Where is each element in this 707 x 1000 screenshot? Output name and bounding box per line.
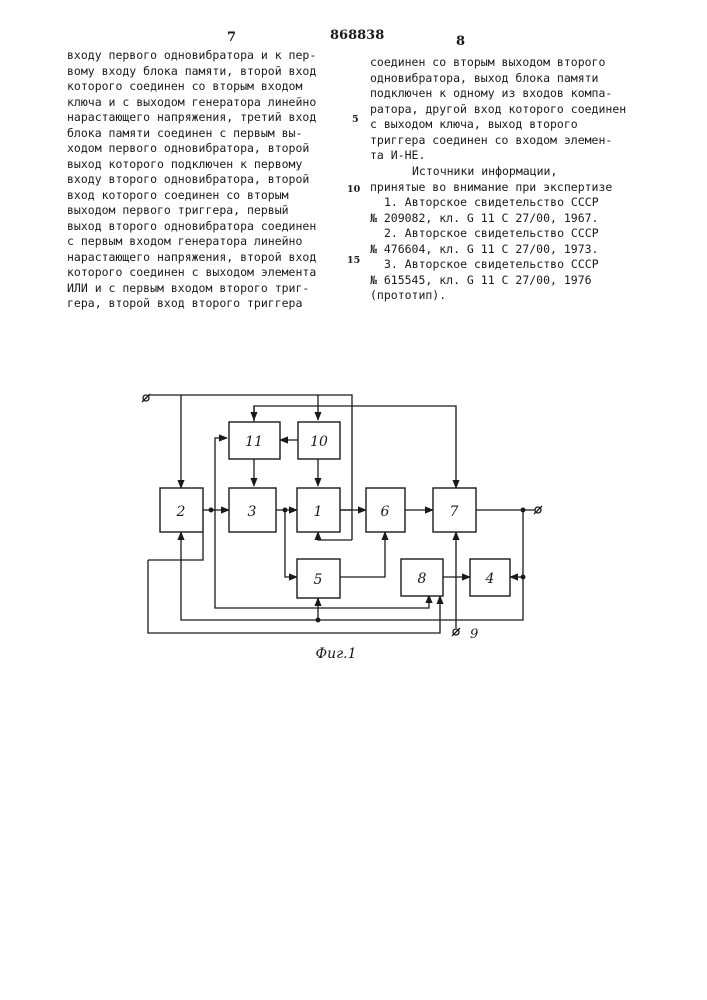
block-10-label: 10 (310, 434, 328, 450)
block-11-label: 11 (245, 434, 263, 450)
terminal-9-label: 9 (470, 627, 478, 642)
block-5-label: 5 (314, 572, 323, 588)
block-2-label: 2 (176, 504, 186, 520)
block-3-label: 3 (248, 504, 257, 520)
block-7-label: 7 (450, 504, 459, 520)
block-8-label: 8 (418, 571, 427, 587)
figure-caption: Фиг.1 (315, 646, 356, 662)
block-1-label: 1 (314, 504, 323, 520)
block-4-label: 4 (485, 571, 495, 587)
block-6-label: 6 (381, 504, 390, 520)
